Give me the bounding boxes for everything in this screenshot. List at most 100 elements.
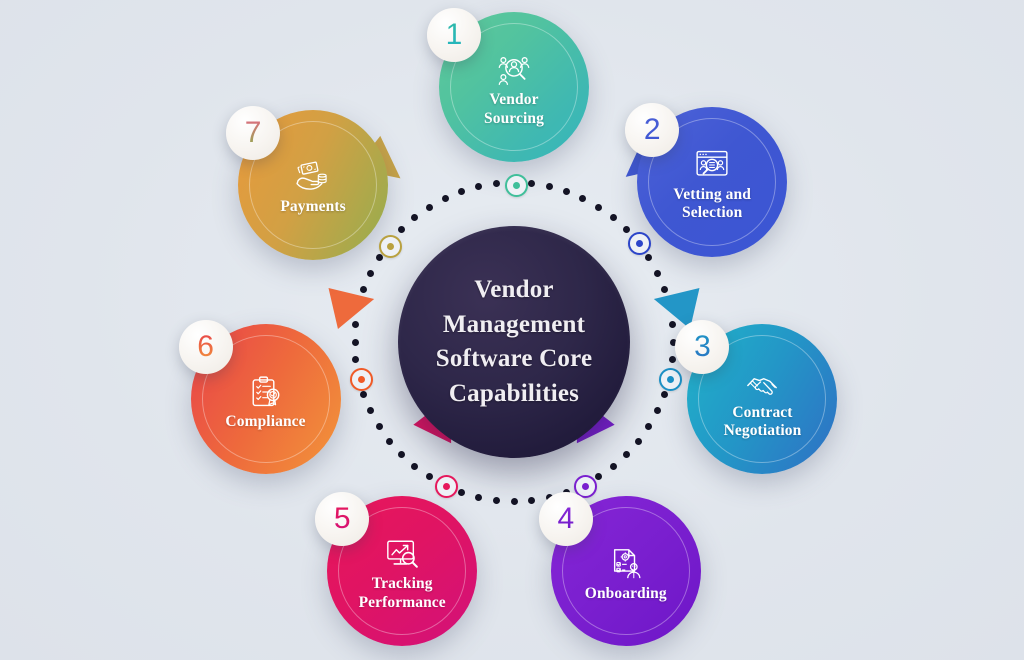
orbit-dot: [398, 450, 406, 458]
orbit-dot: [653, 269, 661, 277]
node-number: 4: [557, 502, 575, 536]
bubble-content: Compliance: [191, 324, 341, 474]
bubble-label-4: Onboarding: [585, 585, 667, 603]
connector-marker-1: [504, 173, 528, 197]
center-hub-title-line: Capabilities: [448, 379, 580, 407]
orbit-dot: [492, 496, 500, 504]
orbit-dot: [653, 407, 661, 415]
orbit-dot: [563, 188, 570, 196]
bubble-label-line: Vetting and: [673, 185, 751, 203]
orbit-dot: [622, 226, 630, 234]
document-gear-person-icon: [606, 546, 646, 582]
orbit-dot: [425, 473, 433, 481]
connector-marker-core: [357, 376, 365, 384]
bubble-label-6: Compliance: [225, 413, 305, 431]
orbit-dot: [622, 450, 630, 458]
clipboard-certificate-icon: [246, 374, 286, 410]
orbit-dot: [475, 183, 483, 191]
connector-marker-core: [667, 376, 675, 384]
orbit-dot: [609, 462, 617, 470]
orbit-dot: [634, 437, 642, 445]
connector-marker-6: [349, 368, 373, 392]
node-number-badge-1: 1: [427, 8, 481, 62]
orbit-dot: [411, 214, 419, 222]
handshake-icon: [742, 365, 782, 401]
orbit-dot: [386, 437, 394, 445]
orbit-dot: [595, 473, 603, 481]
orbit-dot: [398, 226, 406, 234]
orbit-dot: [457, 188, 465, 196]
orbit-dot: [510, 497, 518, 505]
connector-marker-core: [442, 483, 450, 491]
orbit-dot: [375, 423, 383, 431]
center-hub-title-line: Management: [442, 310, 586, 338]
orbit-dot: [441, 195, 449, 203]
orbit-dot: [411, 462, 419, 470]
bubble-label-7: Payments: [280, 198, 345, 216]
orbit-dot: [457, 488, 465, 496]
orbit-dot: [360, 391, 368, 398]
node-number-badge-3: 3: [675, 320, 730, 375]
bubble-label-line: Payments: [280, 198, 346, 216]
bubble-content: Payments: [238, 110, 388, 260]
orbit-dot: [367, 407, 375, 415]
connector-marker-core: [636, 240, 644, 248]
orbit-dot: [645, 423, 653, 431]
bubble-label-line: Selection: [682, 204, 743, 222]
orbit-dot: [528, 180, 536, 188]
node-number: 1: [445, 18, 463, 51]
connector-marker-5: [434, 475, 458, 499]
bubble-label-line: Vendor: [489, 91, 539, 109]
connector-marker-core: [512, 181, 520, 189]
people-search-icon: [494, 52, 534, 88]
node-number-badge-6: 6: [178, 320, 233, 375]
center-hub-title-line: Vendor: [474, 276, 554, 303]
monitor-chart-search-icon: [382, 536, 422, 572]
node-number: 3: [694, 330, 711, 364]
orbit-dot: [425, 203, 433, 211]
bubble-label-line: Sourcing: [484, 109, 544, 127]
center-hub-title-line: Software Core: [435, 345, 593, 372]
connector-marker-core: [387, 242, 395, 250]
node-number: 5: [333, 502, 351, 536]
orbit-dot: [668, 356, 676, 364]
node-number: 2: [643, 112, 661, 146]
orbit-dot: [595, 203, 603, 211]
bubble-content: Onboarding: [551, 496, 701, 646]
orbit-dot: [660, 391, 668, 398]
bubble-label-line: Negotiation: [723, 421, 802, 439]
node-number-badge-4: 4: [538, 492, 593, 547]
orbit-dot: [352, 356, 360, 364]
node-number: 6: [197, 330, 214, 364]
orbit-dot: [579, 195, 587, 203]
hand-money-icon: [293, 159, 333, 195]
orbit-dot: [609, 214, 617, 222]
orbit-dot: [492, 180, 500, 188]
bubble-label-line: Performance: [358, 593, 446, 611]
node-number-badge-2: 2: [625, 102, 680, 157]
connector-marker-3: [659, 368, 683, 392]
bubble-label-line: Onboarding: [584, 584, 667, 602]
connector-marker-core: [582, 483, 590, 491]
browser-candidate-search-icon: [692, 147, 732, 183]
connector-marker-7: [379, 234, 403, 258]
orbit-dot: [351, 338, 359, 346]
bubble-label-line: Contract: [732, 403, 793, 421]
bubble-pointer-6: [328, 278, 379, 330]
node-number-badge-7: 7: [226, 106, 281, 160]
orbit-dot: [528, 496, 536, 504]
orbit-dot: [545, 183, 553, 191]
node-number: 7: [244, 116, 262, 149]
